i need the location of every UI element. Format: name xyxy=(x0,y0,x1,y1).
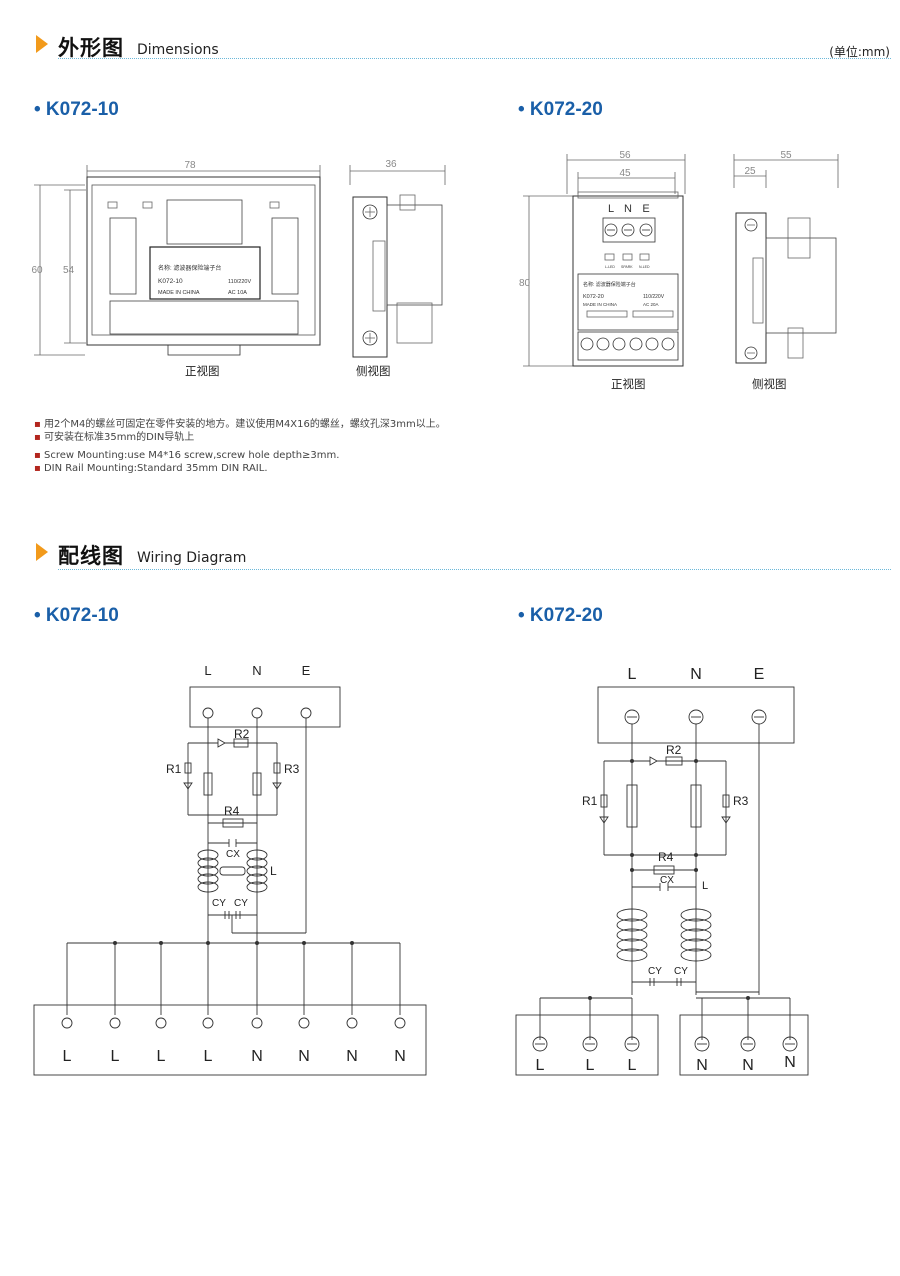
label-current: AC 10A xyxy=(228,290,247,296)
note-item: ▪ 可安装在标准35mm的DIN导轨上 xyxy=(34,432,195,443)
mounting-notes: ▪ 用2个M4的螺丝可固定在零件安装的地方。建议使用M4X16的螺丝，螺纹孔深3… xyxy=(34,418,554,475)
term-e: E xyxy=(642,203,649,215)
cy-label: CY xyxy=(212,898,226,909)
term-l: L xyxy=(608,203,614,215)
wiring-title-en: Wiring Diagram xyxy=(137,550,247,566)
k072-20-front-view-drawing: 56 45 80 L N E L-LED SPARK N-LED 名称: 滤波器… xyxy=(519,150,686,367)
label-model-20: K072-20 xyxy=(583,294,604,300)
section-rule xyxy=(58,569,891,570)
input-n: N xyxy=(252,663,261,678)
k072-10-wiring-diagram: L N E R2 R1 R3 R4 CX L CY CY L L L L N N… xyxy=(33,663,427,1076)
wiring-title-cn: 配线图 xyxy=(58,544,124,568)
note-text: 可安装在标准35mm的DIN导轨上 xyxy=(43,432,195,443)
output-label: N xyxy=(251,1048,263,1065)
led-label-spark: SPARK xyxy=(621,265,633,269)
dimensions-title-cn: 外形图 xyxy=(58,36,124,60)
output-label: N xyxy=(346,1048,358,1065)
note-text: Screw Mounting:use M4*16 screw,screw hol… xyxy=(43,450,340,461)
inductor-label: L xyxy=(702,880,708,892)
k072-20-side-view-drawing: 55 25 xyxy=(733,150,839,364)
section-arrow-icon xyxy=(36,543,48,561)
output-label: L xyxy=(63,1048,72,1065)
dimensions-title-en: Dimensions xyxy=(137,42,219,58)
label-made-20: MADE IN CHINA xyxy=(583,302,617,307)
r4-label: R4 xyxy=(224,804,240,818)
output-label: N xyxy=(298,1048,310,1065)
output-l-label: L xyxy=(586,1057,595,1074)
k072-10-front-view-drawing: 78 60 54 名称: 滤波器保险端子台 K072-10 110/220V M… xyxy=(31,160,321,356)
r2-label: R2 xyxy=(234,727,250,741)
wiring-model-title-k072-20: • K072-20 xyxy=(518,605,603,626)
cx-label: CX xyxy=(226,849,240,860)
output-n-label: N xyxy=(742,1057,754,1074)
model-title-k072-20: • K072-20 xyxy=(518,99,603,120)
side-caption-k072-20: 侧视图 xyxy=(752,377,787,391)
output-n-label: N xyxy=(696,1057,708,1074)
label-model: K072-10 xyxy=(158,278,183,285)
dim-width-45: 45 xyxy=(619,168,631,179)
r1-label: R1 xyxy=(582,794,598,808)
label-voltage-20: 110/220V xyxy=(643,294,665,300)
front-caption-k072-20: 正视图 xyxy=(611,377,646,391)
section-rule xyxy=(58,58,891,59)
input-e: E xyxy=(302,663,311,678)
cy-label: CY xyxy=(234,898,248,909)
output-label: L xyxy=(157,1048,166,1065)
wiring-model-title-k072-10: • K072-10 xyxy=(34,605,119,626)
note-text: DIN Rail Mounting:Standard 35mm DIN RAIL… xyxy=(43,463,268,474)
r2-label: R2 xyxy=(666,743,682,757)
inductor-label: L xyxy=(270,864,277,878)
led-label-n: N-LED xyxy=(639,265,650,269)
model-title-k072-10: • K072-10 xyxy=(34,99,119,120)
dim-width-56: 56 xyxy=(619,150,631,161)
k072-10-side-view-drawing: 36 xyxy=(349,159,446,358)
note-item: ▪ 用2个M4的螺丝可固定在零件安装的地方。建议使用M4X16的螺丝，螺纹孔深3… xyxy=(34,419,446,430)
label-name: 名称: 滤波器保险端子台 xyxy=(158,264,221,272)
output-label: L xyxy=(111,1048,120,1065)
dim-side-25: 25 xyxy=(744,166,756,177)
dim-height-80: 80 xyxy=(519,278,531,289)
output-l-label: L xyxy=(628,1057,637,1074)
input-l: L xyxy=(204,663,211,678)
dim-side-55: 55 xyxy=(780,150,792,161)
label-name-20: 名称: 滤波器保险端子台 xyxy=(583,281,636,288)
dim-height-60: 60 xyxy=(31,265,43,276)
term-n: N xyxy=(624,203,632,215)
dim-side-36: 36 xyxy=(385,159,397,170)
input-n: N xyxy=(690,666,702,683)
r1-label: R1 xyxy=(166,762,182,776)
input-e: E xyxy=(754,666,765,683)
output-n-label: N xyxy=(784,1054,796,1071)
note-item: ▪ Screw Mounting:use M4*16 screw,screw h… xyxy=(34,450,340,461)
note-text: 用2个M4的螺丝可固定在零件安装的地方。建议使用M4X16的螺丝，螺纹孔深3mm… xyxy=(43,419,446,430)
note-item: ▪ DIN Rail Mounting:Standard 35mm DIN RA… xyxy=(34,463,268,474)
label-voltage: 110/220V xyxy=(228,279,251,285)
cx-label: CX xyxy=(660,875,674,886)
dim-width-78: 78 xyxy=(184,160,196,171)
side-caption-k072-10: 侧视图 xyxy=(356,364,391,378)
cy-label: CY xyxy=(648,966,662,977)
section-arrow-icon xyxy=(36,35,48,53)
output-label: N xyxy=(394,1048,406,1065)
r3-label: R3 xyxy=(284,762,300,776)
r3-label: R3 xyxy=(733,794,749,808)
input-l: L xyxy=(628,666,637,683)
dim-height-54: 54 xyxy=(63,265,75,276)
label-made: MADE IN CHINA xyxy=(158,290,200,296)
output-l-label: L xyxy=(536,1057,545,1074)
label-current-20: AC 20A xyxy=(643,302,659,307)
output-label: L xyxy=(204,1048,213,1065)
front-caption-k072-10: 正视图 xyxy=(185,364,220,378)
k072-20-wiring-diagram: L N E R2 R1 R3 R4 CX L CY CY L L L N N N xyxy=(515,666,809,1076)
cy-label: CY xyxy=(674,966,688,977)
r4-label: R4 xyxy=(658,850,674,864)
led-label-l: L-LED xyxy=(605,265,615,269)
unit-label: (单位:mm) xyxy=(829,45,890,59)
